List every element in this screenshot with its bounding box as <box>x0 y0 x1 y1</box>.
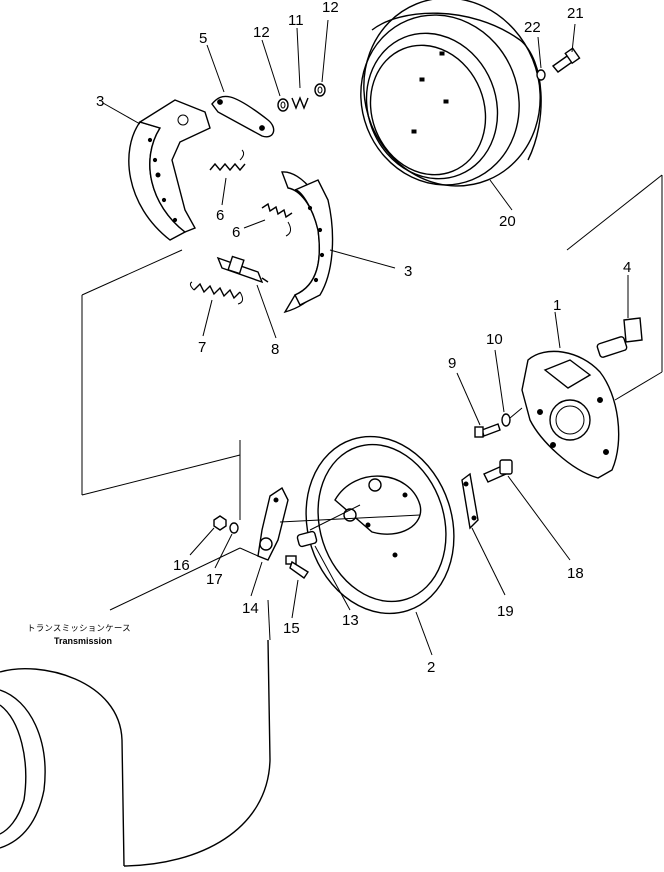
transmission-caption: トランスミッションケース Transmission <box>27 623 131 646</box>
callout-12-left: 12 <box>253 24 270 41</box>
brake-shoe-right <box>281 171 334 314</box>
backing-plate-2 <box>305 435 455 615</box>
bolt-15 <box>285 555 309 579</box>
lever-14 <box>257 486 289 561</box>
callout-3-right: 3 <box>404 263 412 280</box>
callout-3-left: 3 <box>96 93 104 110</box>
pin-4 <box>596 317 643 358</box>
bolt-9 <box>474 423 501 438</box>
washer-10 <box>501 413 511 427</box>
callout-15: 15 <box>283 620 300 637</box>
washer-22 <box>536 69 546 81</box>
callout-12-right: 12 <box>322 0 339 16</box>
spring-6-lower <box>261 202 293 237</box>
callout-8: 8 <box>271 341 279 358</box>
spring-11 <box>291 96 309 110</box>
transmission-case <box>0 599 271 867</box>
plate-5 <box>211 95 275 138</box>
callouts: 1 2 3 3 4 5 6 6 7 8 9 10 11 12 12 13 14 … <box>96 0 631 676</box>
bolt-21 <box>551 47 581 73</box>
spring-7 <box>189 281 244 305</box>
callout-5: 5 <box>199 30 207 47</box>
brake-shoe-left <box>128 99 211 241</box>
callout-2: 2 <box>427 659 435 676</box>
bracket-1 <box>521 350 620 479</box>
callout-6-lower: 6 <box>232 224 240 241</box>
bushing-13 <box>296 530 318 548</box>
caption-english: Transmission <box>54 636 112 646</box>
callout-19: 19 <box>497 603 514 620</box>
callout-6-upper: 6 <box>216 207 224 224</box>
brake-drum <box>360 0 542 187</box>
callout-9: 9 <box>448 355 456 372</box>
callout-7: 7 <box>198 339 206 356</box>
lever-19 <box>461 472 479 530</box>
callout-18: 18 <box>567 565 584 582</box>
callout-1: 1 <box>553 297 561 314</box>
washer-12-right <box>314 83 326 97</box>
bolt-18 <box>483 459 513 483</box>
caption-japanese: トランスミッションケース <box>27 623 131 633</box>
callout-17: 17 <box>206 571 223 588</box>
leader-lines <box>81 174 663 611</box>
callout-21: 21 <box>567 5 584 22</box>
adjuster-8 <box>216 255 269 284</box>
callout-16: 16 <box>173 557 190 574</box>
callout-11: 11 <box>288 12 304 29</box>
washer-17 <box>229 522 239 534</box>
washer-12-left <box>277 98 289 112</box>
callout-20: 20 <box>499 213 516 230</box>
callout-4: 4 <box>623 259 631 276</box>
callout-leaders <box>102 19 629 656</box>
callout-14: 14 <box>242 600 259 617</box>
callout-13: 13 <box>342 612 359 629</box>
spring-6-upper <box>209 149 246 172</box>
nut-16 <box>213 515 227 531</box>
callout-10: 10 <box>486 331 503 348</box>
callout-22: 22 <box>524 19 541 36</box>
